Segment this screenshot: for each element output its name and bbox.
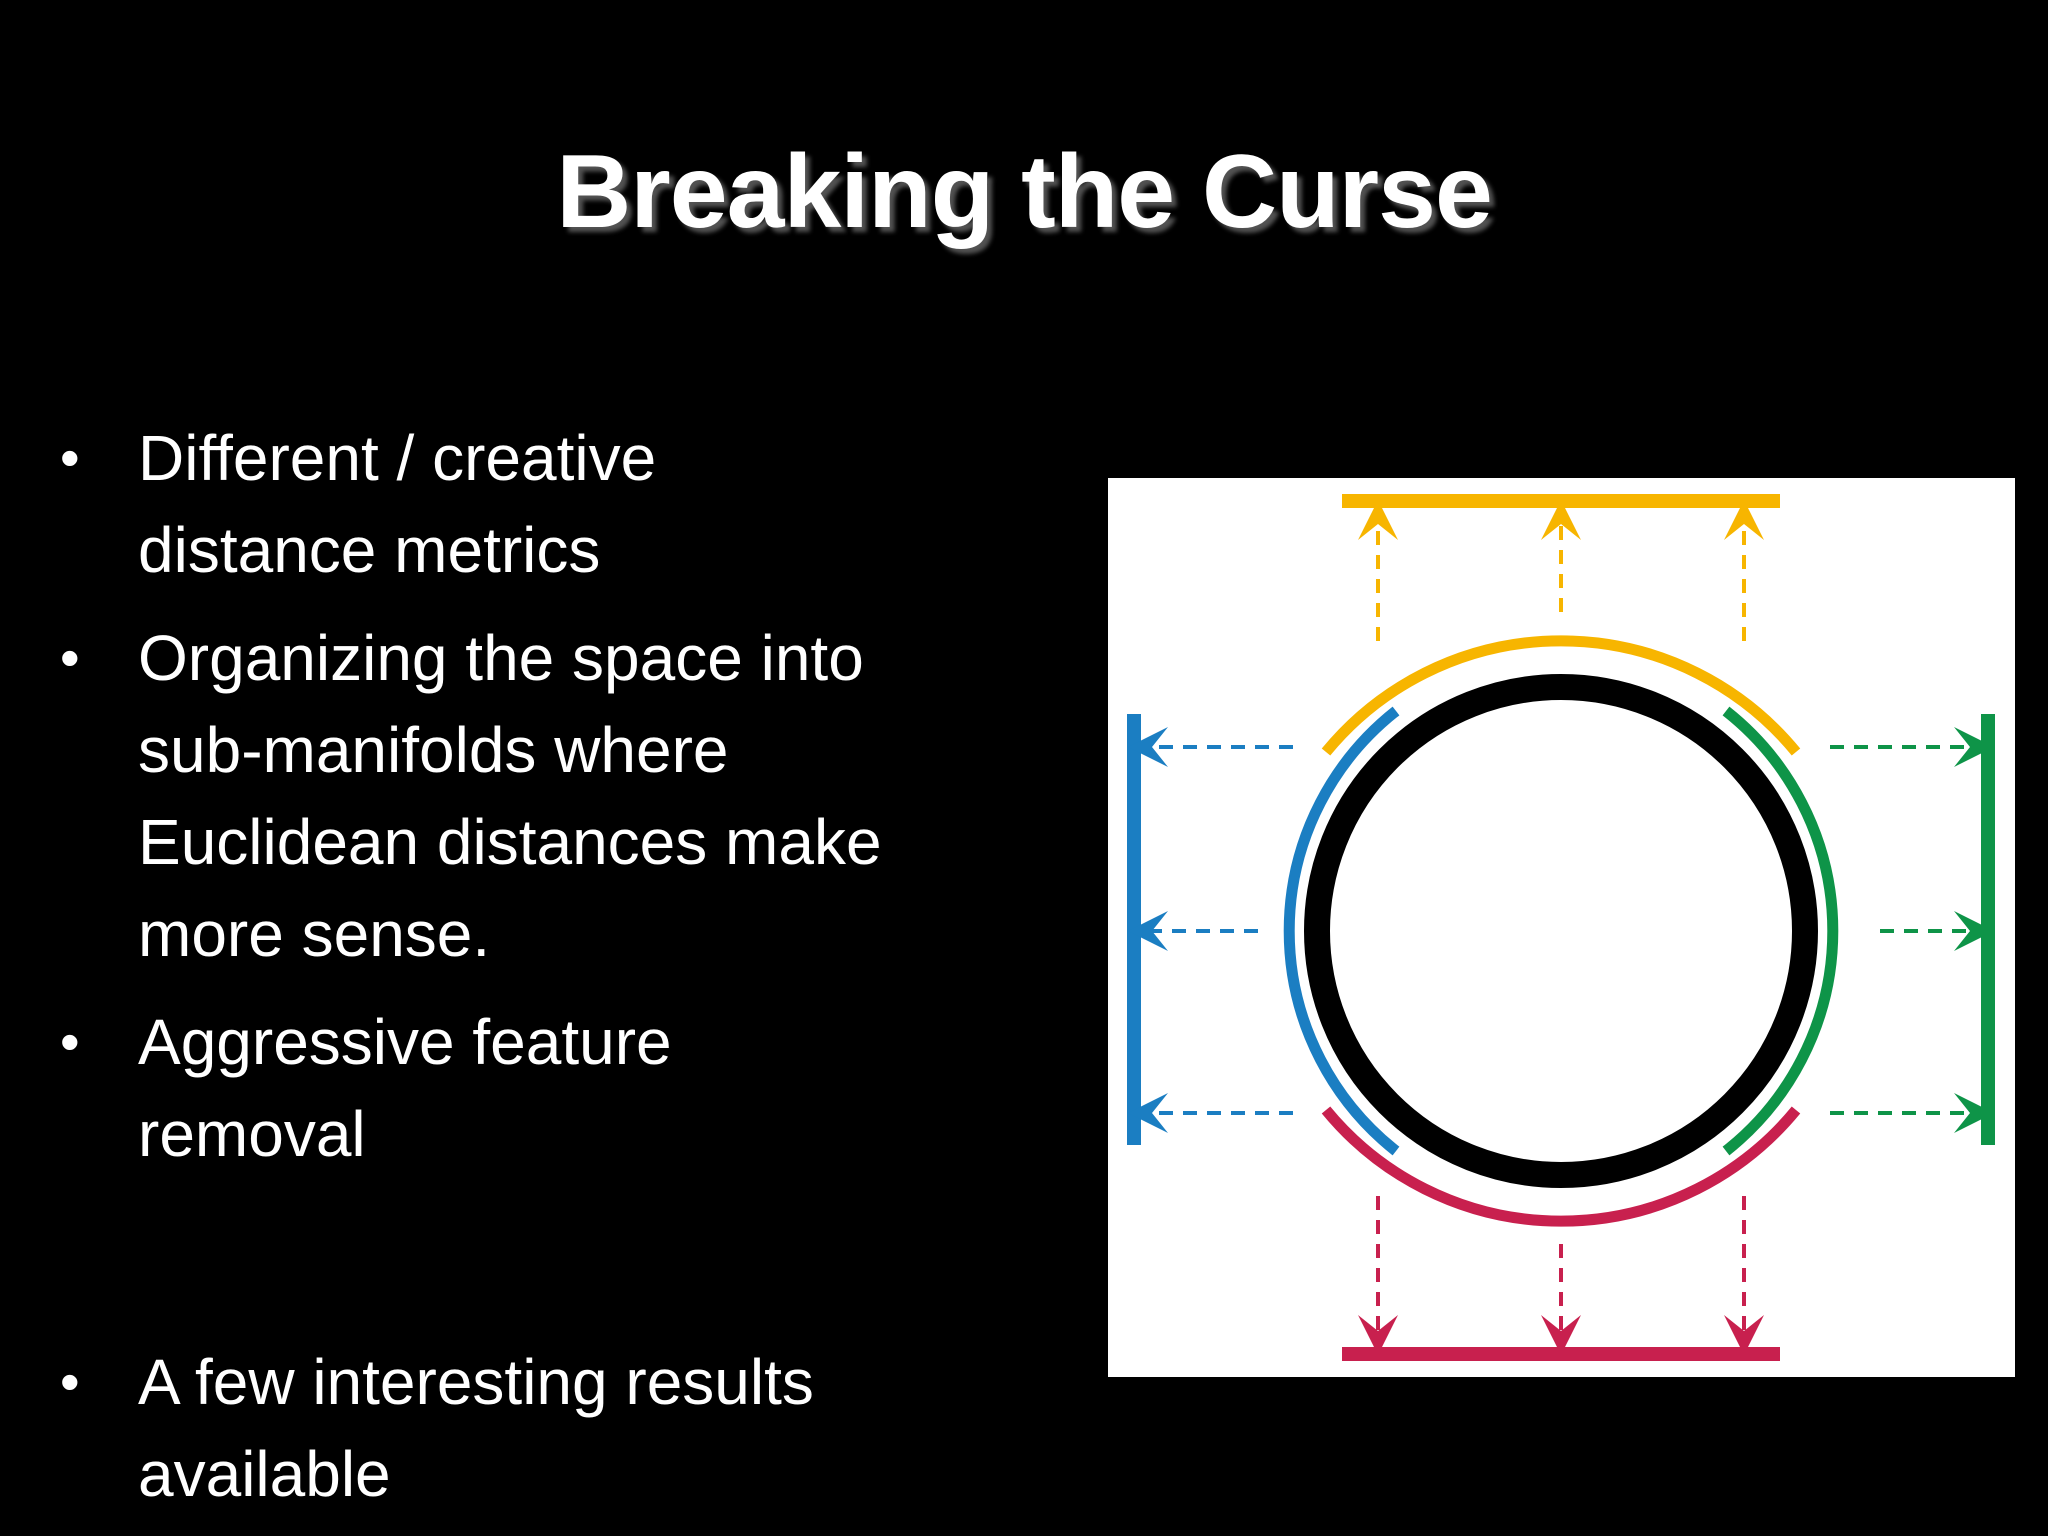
top-arc [1321, 635, 1801, 756]
manifold-circle [1304, 674, 1818, 1188]
bullet-item: • Different / creative distance metrics [58, 412, 1058, 596]
bullet-item: • A few interesting results available [58, 1336, 1058, 1520]
bullet-list: • Different / creative distance metrics … [58, 412, 1058, 1536]
right-arc [1722, 706, 1839, 1156]
projection-figure [1108, 478, 2015, 1377]
bullet-text: Different / creative distance metrics [138, 422, 657, 586]
circle-projection-diagram-icon [1127, 494, 1995, 1361]
bullet-text: Organizing the space into sub-manifolds … [138, 622, 882, 970]
bullet-dot-icon: • [60, 1350, 80, 1413]
bullet-dot-icon: • [60, 626, 80, 689]
bullet-item: • Organizing the space into sub-manifold… [58, 612, 1058, 980]
slide-title: Breaking the Curse [556, 134, 1493, 250]
bottom-arc [1321, 1106, 1801, 1227]
bullet-dot-icon: • [60, 1010, 80, 1073]
bullet-item: • Aggressive feature removal [58, 996, 1058, 1180]
bullet-dot-icon: • [60, 426, 80, 489]
left-arc [1283, 706, 1400, 1156]
bullet-text: A few interesting results available [138, 1346, 814, 1510]
bullet-text: Aggressive feature removal [138, 1006, 672, 1170]
